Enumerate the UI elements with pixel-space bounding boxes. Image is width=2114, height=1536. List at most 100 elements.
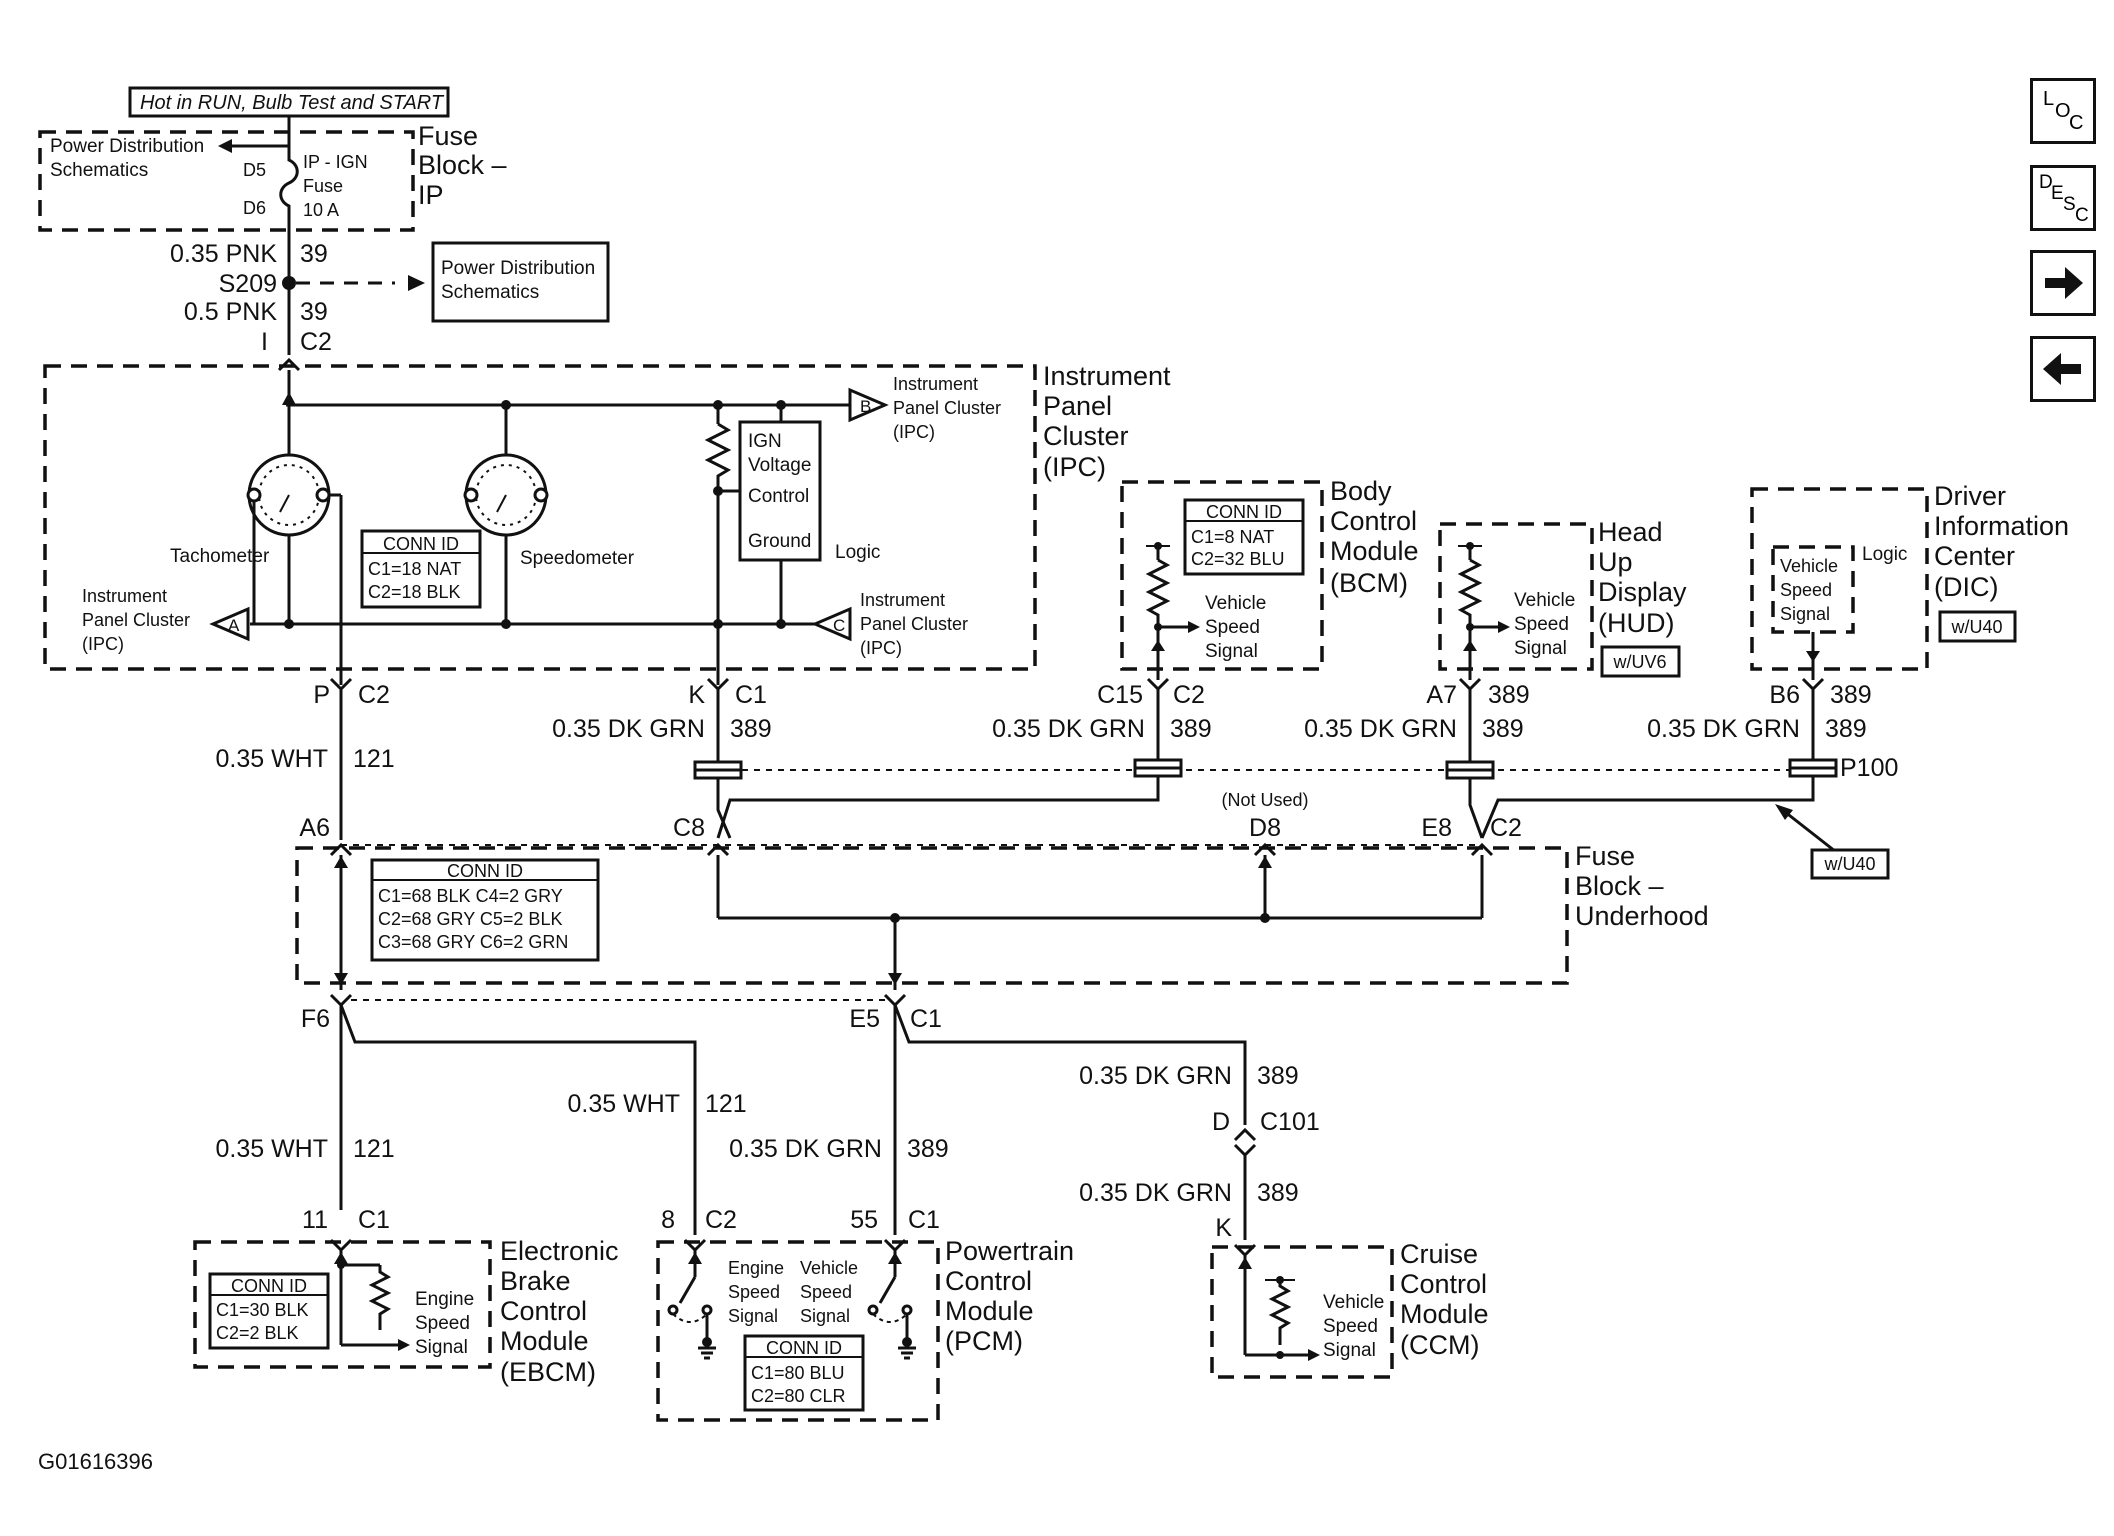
svg-text:10 A: 10 A bbox=[303, 200, 339, 220]
svg-text:C2: C2 bbox=[300, 328, 332, 356]
svg-text:Vehicle: Vehicle bbox=[1780, 556, 1838, 576]
tachometer-label: Tachometer bbox=[170, 546, 270, 567]
svg-text:389: 389 bbox=[1830, 681, 1872, 709]
svg-text:Panel Cluster: Panel Cluster bbox=[893, 398, 1001, 418]
svg-text:C: C bbox=[2075, 205, 2089, 226]
svg-text:121: 121 bbox=[353, 745, 395, 773]
svg-text:Control: Control bbox=[748, 486, 809, 507]
svg-text:A: A bbox=[228, 616, 240, 635]
pcm-title: Powertrain bbox=[945, 1236, 1074, 1266]
splice-name: S209 bbox=[219, 270, 277, 298]
fuse-block-ip-title: Fuse bbox=[418, 121, 478, 151]
svg-text:Engine: Engine bbox=[728, 1258, 784, 1278]
svg-text:Panel Cluster: Panel Cluster bbox=[860, 614, 968, 634]
svg-text:IP - IGN: IP - IGN bbox=[303, 152, 368, 172]
svg-text:(HUD): (HUD) bbox=[1598, 608, 1674, 638]
dic-outline bbox=[1750, 487, 1929, 671]
svg-text:0.35 DK GRN: 0.35 DK GRN bbox=[1647, 715, 1800, 743]
fuse-block-underhood-title: Fuse bbox=[1575, 841, 1635, 871]
c101-label: C101 bbox=[1260, 1108, 1320, 1136]
power-distribution-ref-box[interactable] bbox=[431, 241, 610, 323]
svg-text:0.35 WHT: 0.35 WHT bbox=[215, 745, 328, 773]
svg-text:Display: Display bbox=[1598, 577, 1687, 607]
svg-text:K: K bbox=[688, 681, 705, 709]
ipc-conn-id bbox=[360, 529, 482, 609]
ground-icon bbox=[902, 1337, 912, 1347]
fuse-block-ip: Hot in RUN, Bulb Test and START Fuse Blo… bbox=[38, 86, 507, 232]
previous-page-button[interactable] bbox=[2030, 336, 2096, 402]
svg-text:Control: Control bbox=[1330, 506, 1417, 536]
svg-text:C1: C1 bbox=[910, 1005, 942, 1033]
svg-text:C2: C2 bbox=[358, 681, 390, 709]
svg-text:0.35 DK GRN: 0.35 DK GRN bbox=[552, 715, 705, 743]
svg-text:389: 389 bbox=[1825, 715, 1867, 743]
driver-information-center: Driver Information Center (DIC) w/U40 Ve… bbox=[1750, 481, 2069, 709]
ign-voltage-control-box bbox=[738, 420, 822, 562]
svg-text:39: 39 bbox=[300, 240, 328, 268]
svg-text:Power Distribution: Power Distribution bbox=[441, 258, 595, 279]
svg-text:P: P bbox=[313, 681, 330, 709]
svg-text:D6: D6 bbox=[243, 198, 266, 218]
ebcm-title: Electronic bbox=[500, 1236, 619, 1266]
svg-text:Logic: Logic bbox=[1862, 544, 1907, 565]
dic-option-box bbox=[1938, 610, 2017, 643]
svg-text:C1: C1 bbox=[735, 681, 767, 709]
ebcm-conn-id bbox=[208, 1272, 330, 1350]
svg-text:Instrument: Instrument bbox=[893, 374, 978, 394]
fuse-ip-ign-symbol bbox=[279, 132, 299, 232]
svg-text:Speed: Speed bbox=[800, 1282, 852, 1302]
svg-text:0.35 WHT: 0.35 WHT bbox=[215, 1135, 328, 1163]
next-page-button[interactable] bbox=[2030, 250, 2096, 316]
svg-text:Control: Control bbox=[1400, 1269, 1487, 1299]
svg-text:C: C bbox=[833, 616, 845, 635]
electronic-brake-control-module: 11 C1 Electronic Brake Control Module (E… bbox=[193, 1206, 619, 1387]
ground-icon bbox=[702, 1337, 712, 1347]
svg-text:Signal: Signal bbox=[800, 1306, 850, 1326]
svg-text:C15: C15 bbox=[1097, 681, 1143, 709]
svg-text:D: D bbox=[1212, 1108, 1230, 1136]
svg-text:0.35 DK GRN: 0.35 DK GRN bbox=[729, 1135, 882, 1163]
svg-text:A6: A6 bbox=[299, 814, 330, 842]
svg-text:389: 389 bbox=[907, 1135, 949, 1163]
svg-text:S: S bbox=[2063, 194, 2076, 215]
svg-text:389: 389 bbox=[1257, 1179, 1299, 1207]
hot-in-run-label: Hot in RUN, Bulb Test and START bbox=[140, 92, 445, 114]
svg-text:C2=32 BLU: C2=32 BLU bbox=[1191, 549, 1285, 569]
splice-s209: 0.35 PNK 39 S209 0.5 PNK 39 I C2 Power D… bbox=[170, 230, 610, 372]
svg-text:C3=68 GRY C6=2 GRN: C3=68 GRY C6=2 GRN bbox=[378, 932, 568, 952]
svg-text:Center: Center bbox=[1934, 541, 2015, 571]
diagram-id: G01616396 bbox=[38, 1449, 153, 1474]
ipc-ref-b-triangle bbox=[848, 387, 889, 423]
svg-text:Control: Control bbox=[500, 1296, 587, 1326]
svg-text:Signal: Signal bbox=[1205, 641, 1258, 662]
arrow-left-icon bbox=[218, 139, 232, 153]
svg-text:Signal: Signal bbox=[728, 1306, 778, 1326]
description-button[interactable]: D E S C bbox=[2030, 165, 2096, 231]
svg-text:C1=68 BLK C4=2 GRY: C1=68 BLK C4=2 GRY bbox=[378, 886, 563, 906]
svg-text:C1=8 NAT: C1=8 NAT bbox=[1191, 527, 1274, 547]
svg-text:Block –: Block – bbox=[1575, 871, 1664, 901]
svg-text:w/U40: w/U40 bbox=[1823, 854, 1875, 874]
svg-text:(IPC): (IPC) bbox=[82, 634, 124, 654]
p100-connector-hud bbox=[1445, 760, 1495, 780]
svg-text:Cluster: Cluster bbox=[1043, 421, 1129, 451]
svg-text:C1=18 NAT: C1=18 NAT bbox=[368, 559, 461, 579]
bcm-title: Body bbox=[1330, 476, 1392, 506]
fuse-block-ip-outline bbox=[38, 130, 415, 232]
svg-text:Vehicle: Vehicle bbox=[1205, 593, 1266, 614]
ccm-outline bbox=[1210, 1245, 1394, 1379]
svg-text:(EBCM): (EBCM) bbox=[500, 1357, 596, 1387]
bcm-outline bbox=[1120, 480, 1324, 671]
svg-text:Signal: Signal bbox=[1514, 638, 1567, 659]
power-distribution-ref[interactable]: Power Distribution bbox=[50, 136, 204, 157]
pcm-conn-id bbox=[743, 1334, 865, 1412]
svg-text:39: 39 bbox=[300, 298, 328, 326]
location-button[interactable]: L O C bbox=[2030, 78, 2096, 144]
svg-text:CONN ID: CONN ID bbox=[447, 861, 523, 881]
svg-text:Speed: Speed bbox=[1780, 580, 1832, 600]
svg-text:C1=80 BLU: C1=80 BLU bbox=[751, 1363, 845, 1383]
powertrain-control-module: 8 C2 55 C1 Powertrain Control Module (PC… bbox=[656, 1206, 1074, 1422]
ebcm-resistor bbox=[368, 1265, 392, 1330]
svg-text:Speed: Speed bbox=[1514, 614, 1569, 635]
